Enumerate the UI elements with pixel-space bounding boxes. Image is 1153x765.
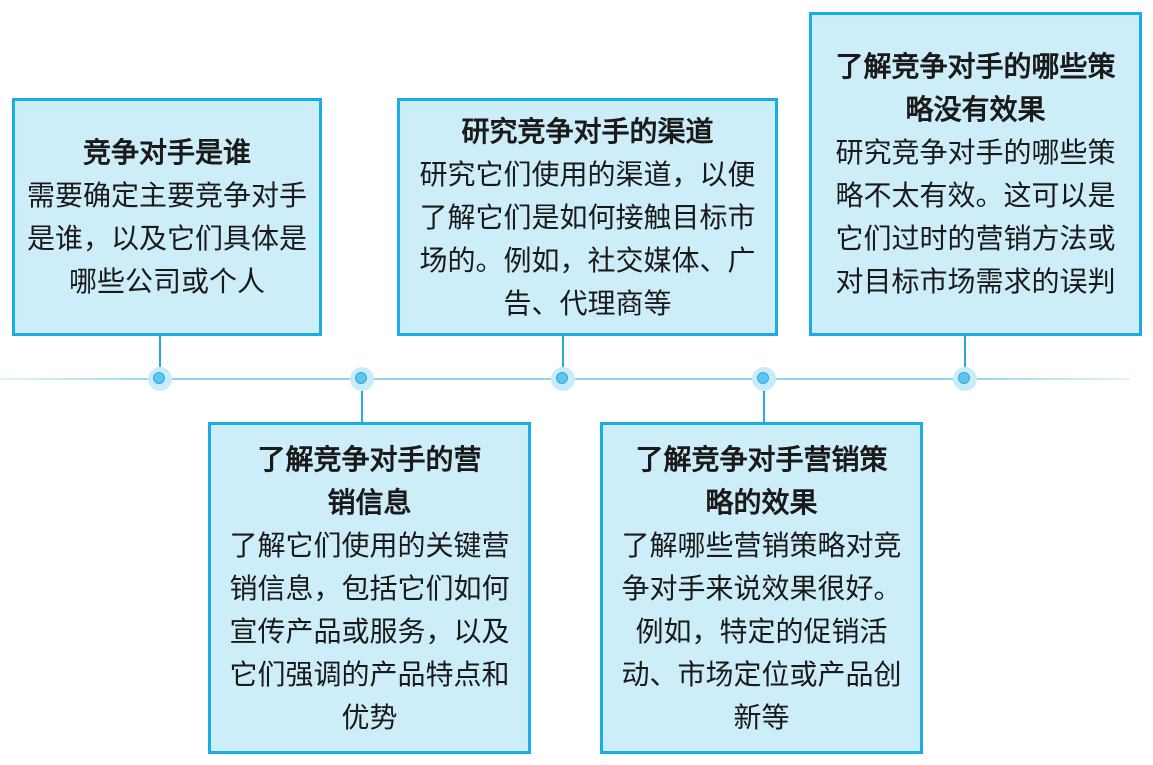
timeline-node [953, 367, 977, 391]
connector [763, 379, 765, 422]
step-title: 了解竞争对手的哪些策略没有效果 [835, 50, 1116, 126]
timeline-node [350, 367, 374, 391]
connector [562, 335, 564, 379]
step-box-4: 了解竞争对手营销策略的效果 了解哪些营销策略对竞争对手来说效果很好。例如，特定的… [600, 422, 923, 754]
step-title: 研究竞争对手的渠道 [461, 114, 714, 148]
step-title: 了解竞争对手的营销信息 [257, 442, 482, 519]
step-body: 了解它们使用的关键营销信息，包括它们如何宣传产品或服务，以及它们强调的产品特点和… [229, 528, 510, 734]
step-box-2: 了解竞争对手的营销信息 了解它们使用的关键营销信息，包括它们如何宣传产品或服务，… [208, 422, 531, 754]
connector [159, 335, 161, 379]
step-box-1: 竞争对手是谁 需要确定主要竞争对手是谁，以及它们具体是哪些公司或个人 [12, 98, 322, 336]
step-box-5: 了解竞争对手的哪些策略没有效果 研究竞争对手的哪些策略不太有效。这可以是它们过时… [809, 12, 1142, 336]
step-title: 竞争对手是谁 [82, 136, 251, 169]
step-body: 研究它们使用的渠道，以便了解它们是如何接触目标市场的。例如，社交媒体、广告、代理… [419, 157, 756, 320]
step-body: 需要确定主要竞争对手是谁，以及它们具体是哪些公司或个人 [26, 179, 307, 298]
step-title: 了解竞争对手营销策略的效果 [635, 442, 888, 519]
timeline-node [752, 367, 776, 391]
step-body: 研究竞争对手的哪些策略不太有效。这可以是它们过时的营销方法或对目标市场需求的误判 [835, 136, 1116, 298]
timeline-node [551, 367, 575, 391]
connector [361, 379, 363, 422]
connector [964, 335, 966, 379]
step-body: 了解哪些营销策略对竞争对手来说效果很好。例如，特定的促销活动、市场定位或产品创新… [621, 528, 902, 734]
step-box-3: 研究竞争对手的渠道 研究它们使用的渠道，以便了解它们是如何接触目标市场的。例如，… [397, 98, 778, 336]
timeline-node [148, 367, 172, 391]
